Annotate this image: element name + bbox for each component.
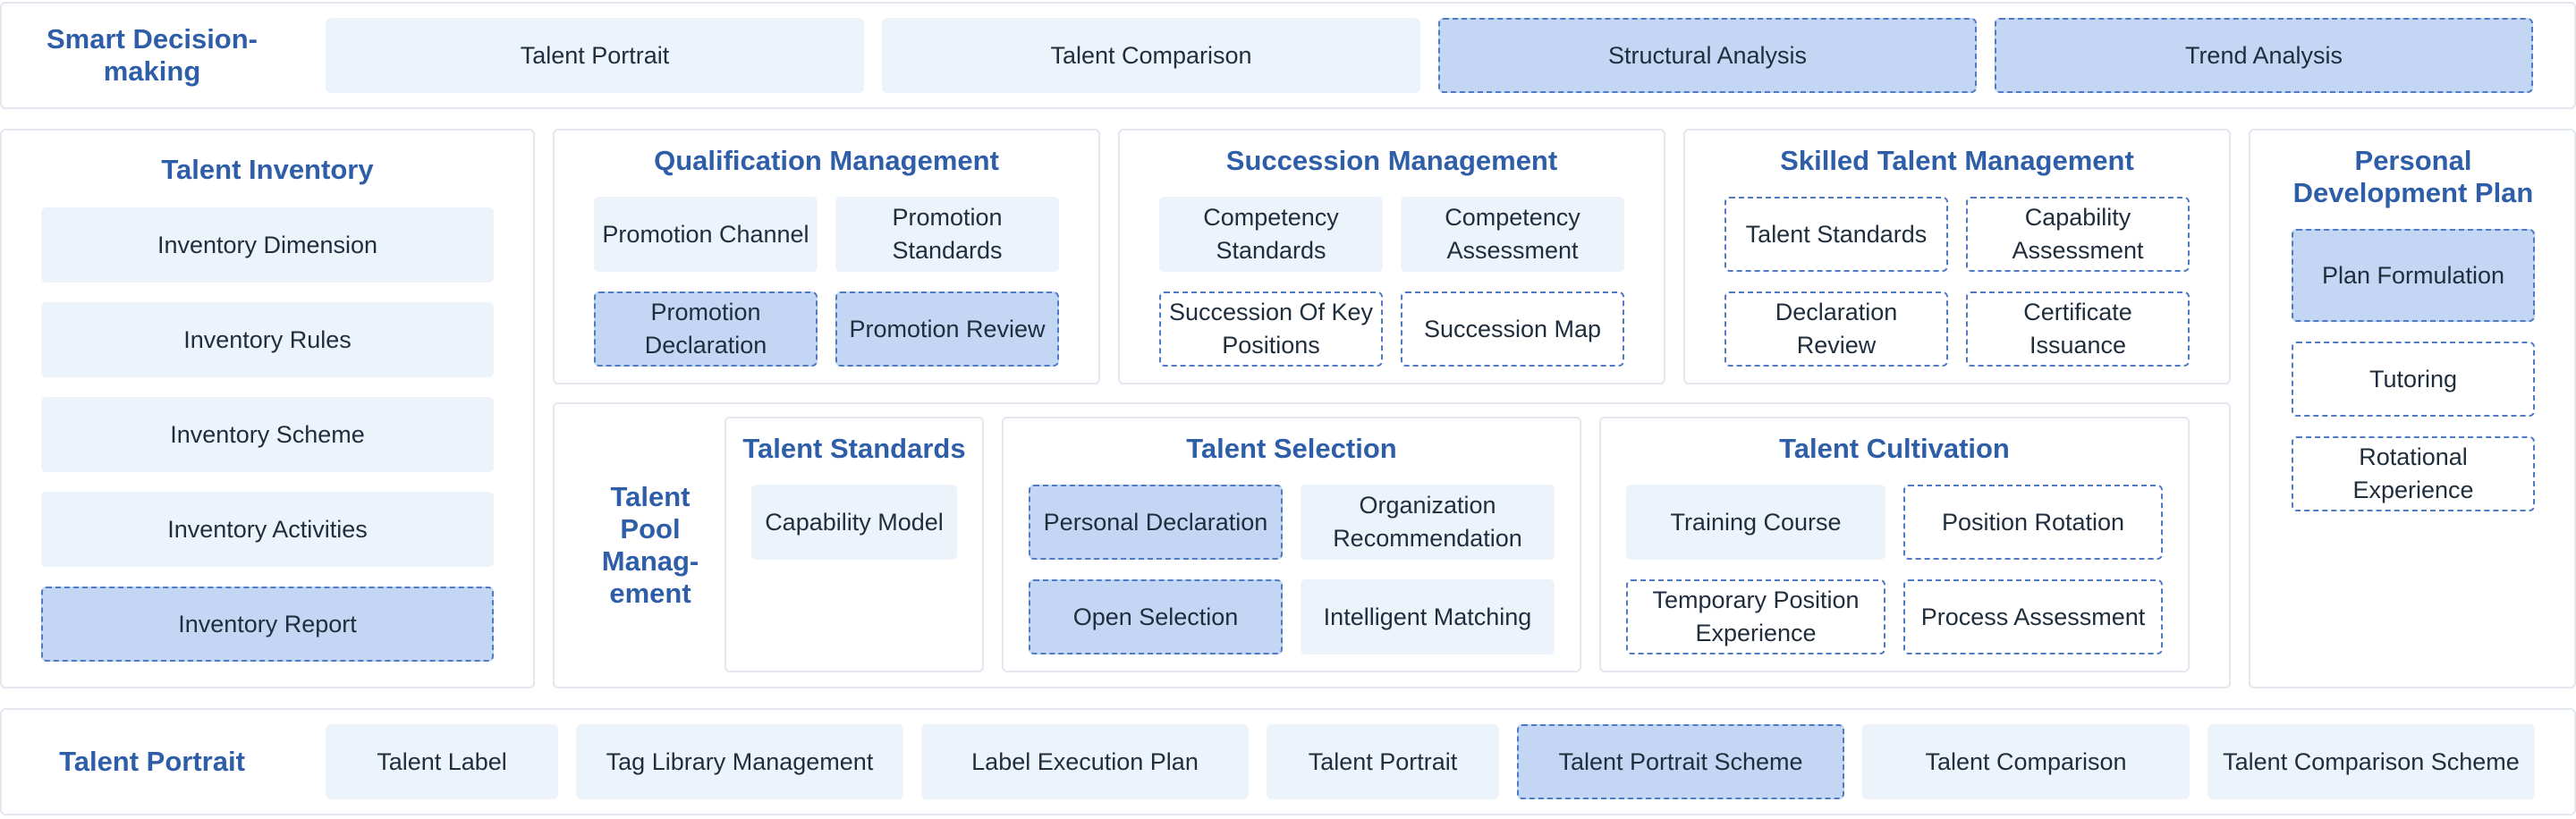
qualification-item-promotion-channel[interactable]: Promotion Channel [594, 197, 818, 272]
pdp-item-tutoring[interactable]: Tutoring [2292, 342, 2535, 417]
portrait-item-tag-library[interactable]: Tag Library Management [576, 724, 903, 799]
skilled-item-capability-assessment[interactable]: Capability Assessment [1966, 197, 2190, 272]
portrait-item-talent-portrait[interactable]: Talent Portrait [1267, 724, 1499, 799]
pdp-title: Personal Development Plan [2292, 145, 2534, 208]
selection-item-intelligent-matching[interactable]: Intelligent Matching [1301, 579, 1555, 654]
inventory-item-scheme[interactable]: Inventory Scheme [41, 397, 494, 472]
cultivation-item-process-assessment[interactable]: Process Assessment [1903, 579, 2163, 654]
talent-portrait-title: Talent Portrait [59, 746, 245, 777]
portrait-item-comparison-scheme[interactable]: Talent Comparison Scheme [2207, 724, 2535, 799]
talent-inventory-title: Talent Inventory [161, 154, 374, 185]
skilled-item-certificate-issuance[interactable]: Certificate Issuance [1966, 291, 2190, 367]
succession-title: Succession Management [1225, 145, 1558, 176]
qualification-title: Qualification Management [654, 145, 999, 176]
smart-item-trend-analysis[interactable]: Trend Analysis [1995, 18, 2533, 93]
inventory-item-dimension[interactable]: Inventory Dimension [41, 207, 494, 283]
succession-item-key-positions[interactable]: Succession Of Key Positions [1159, 291, 1383, 367]
smart-item-talent-portrait[interactable]: Talent Portrait [326, 18, 864, 93]
inventory-item-activities[interactable]: Inventory Activities [41, 492, 494, 567]
qualification-item-promotion-standards[interactable]: Promotion Standards [835, 197, 1059, 272]
qualification-item-promotion-declaration[interactable]: Promotion Declaration [594, 291, 818, 367]
skilled-talent-title: Skilled Talent Management [1780, 145, 2134, 176]
talent-standards-title: Talent Standards [742, 433, 966, 464]
selection-item-open-selection[interactable]: Open Selection [1029, 579, 1283, 654]
skilled-item-talent-standards[interactable]: Talent Standards [1724, 197, 1948, 272]
selection-item-personal-declaration[interactable]: Personal Declaration [1029, 485, 1283, 560]
portrait-item-label-execution[interactable]: Label Execution Plan [921, 724, 1249, 799]
smart-decision-title: Smart Decision-making [46, 23, 258, 87]
portrait-item-talent-comparison[interactable]: Talent Comparison [1862, 724, 2190, 799]
portrait-item-talent-label[interactable]: Talent Label [326, 724, 558, 799]
standards-item-capability-model[interactable]: Capability Model [751, 485, 957, 560]
smart-item-talent-comparison[interactable]: Talent Comparison [882, 18, 1420, 93]
portrait-item-portrait-scheme[interactable]: Talent Portrait Scheme [1517, 724, 1844, 799]
cultivation-item-position-rotation[interactable]: Position Rotation [1903, 485, 2163, 560]
succession-item-succession-map[interactable]: Succession Map [1401, 291, 1624, 367]
talent-cultivation-title: Talent Cultivation [1779, 433, 2010, 464]
succession-item-competency-assessment[interactable]: Competency Assessment [1401, 197, 1624, 272]
talent-pool-title: Talent Pool Manag-ement [601, 481, 699, 609]
qualification-item-promotion-review[interactable]: Promotion Review [835, 291, 1059, 367]
inventory-item-rules[interactable]: Inventory Rules [41, 302, 494, 377]
succession-item-competency-standards[interactable]: Competency Standards [1159, 197, 1383, 272]
talent-selection-title: Talent Selection [1186, 433, 1397, 464]
cultivation-item-training-course[interactable]: Training Course [1626, 485, 1885, 560]
selection-item-organization-recommendation[interactable]: Organization Recommendation [1301, 485, 1555, 560]
inventory-item-report[interactable]: Inventory Report [41, 587, 494, 662]
cultivation-item-temporary-position[interactable]: Temporary Position Experience [1626, 579, 1885, 654]
pdp-item-plan-formulation[interactable]: Plan Formulation [2292, 229, 2535, 322]
pdp-item-rotational-experience[interactable]: Rotational Experience [2292, 436, 2535, 511]
skilled-item-declaration-review[interactable]: Declaration Review [1724, 291, 1948, 367]
smart-item-structural-analysis[interactable]: Structural Analysis [1438, 18, 1977, 93]
